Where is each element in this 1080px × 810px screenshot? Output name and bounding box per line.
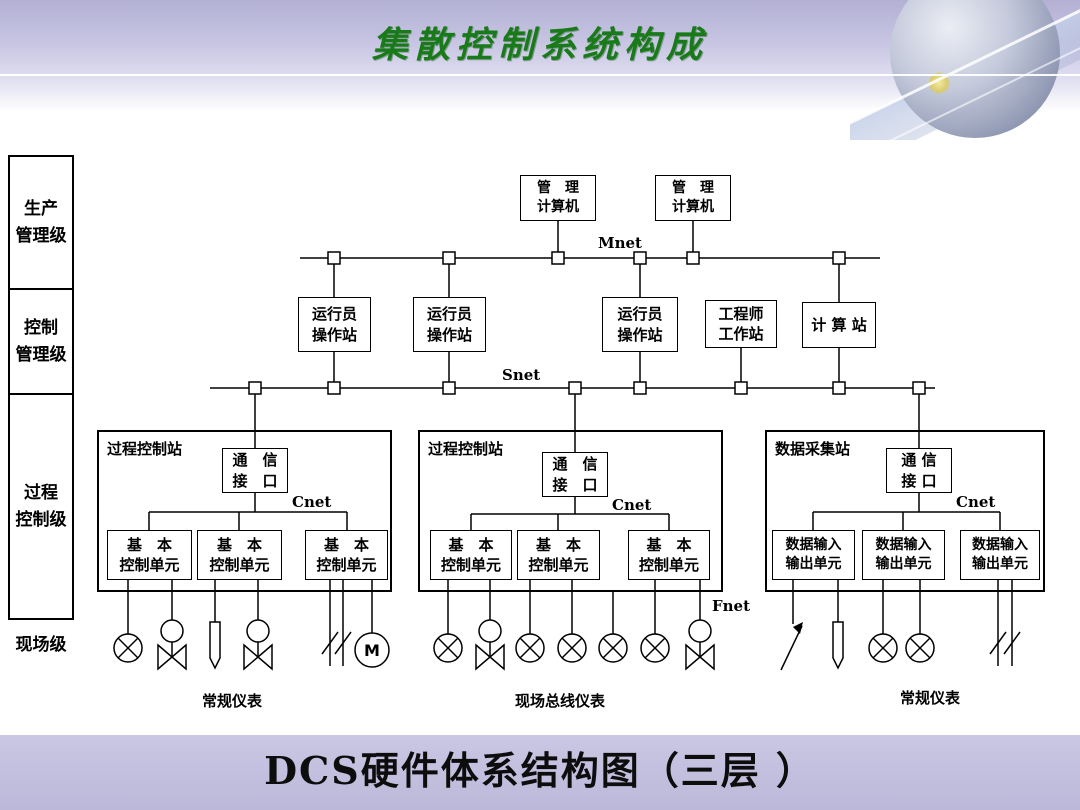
- control-valve-icon: [243, 619, 273, 671]
- cable-icon: [321, 631, 352, 655]
- cnet-bus-2: [470, 497, 670, 530]
- corner-decoration: [850, 0, 1080, 140]
- cnet-label-2: Cnet: [612, 496, 652, 514]
- data-acquisition-station: [765, 430, 1045, 592]
- data-acquisition-station-title: 数据采集站: [775, 440, 851, 458]
- operator-station-3: 运行员 操作站: [602, 297, 678, 352]
- comm-interface-2: 通 信 接 口: [542, 452, 608, 497]
- mnet-label: Mnet: [598, 234, 642, 252]
- flow-instrument-icon: [557, 633, 587, 663]
- level-field: 现场级: [15, 635, 67, 655]
- header-divider: [0, 74, 1080, 76]
- comm-interface-1: 通 信 接 口: [222, 448, 288, 493]
- level-control-management: 控制 管理级: [8, 290, 74, 395]
- snet-label: Snet: [502, 366, 541, 384]
- management-computer-2: 管 理 计算机: [655, 175, 731, 221]
- comm-interface-3: 通 信 接 口: [886, 448, 952, 493]
- control-valve-icon: [685, 619, 715, 671]
- field-wiring-3: [792, 580, 1013, 666]
- instrument-type-label-1: 常规仪表: [201, 692, 263, 710]
- fnet-label: Fnet: [712, 597, 751, 615]
- basic-control-unit: 基 本 控制单元: [430, 530, 512, 580]
- caption-bar: [0, 735, 1080, 810]
- level-production-management: 生产 管理级: [8, 155, 74, 290]
- flow-instrument-icon: [515, 633, 545, 663]
- cnet-bus-3: [812, 493, 1001, 530]
- cable-icon: [989, 631, 1021, 655]
- probe-icon: [209, 621, 221, 670]
- sphere-image: [890, 0, 1060, 138]
- operator-station-2: 运行员 操作站: [413, 297, 486, 352]
- level-process-control: 过程 控制级: [8, 395, 74, 620]
- cnet-label-1: Cnet: [292, 493, 332, 511]
- flow-instrument-icon: [868, 633, 898, 663]
- motor-label: M: [364, 641, 380, 660]
- process-control-station-1-title: 过程控制站: [107, 440, 183, 458]
- process-control-station-2: [418, 430, 723, 592]
- basic-control-unit: 基 本 控制单元: [628, 530, 710, 580]
- basic-control-unit: 基 本 控制单元: [305, 530, 388, 580]
- flow-instrument-icon: [598, 633, 628, 663]
- snet-bus: [210, 348, 935, 452]
- flow-instrument-icon: [113, 633, 143, 663]
- cnet-label-3: Cnet: [956, 493, 996, 511]
- data-io-unit: 数据输入 输出单元: [772, 530, 855, 580]
- field-wiring-2: [447, 580, 701, 634]
- basic-control-unit: 基 本 控制单元: [197, 530, 282, 580]
- data-io-unit: 数据输入 输出单元: [960, 530, 1040, 580]
- computing-station: 计 算 站: [802, 302, 876, 348]
- arrow-instrument-icon: [780, 622, 803, 671]
- basic-control-unit: 基 本 控制单元: [107, 530, 192, 580]
- basic-control-unit: 基 本 控制单元: [517, 530, 600, 580]
- engineer-workstation: 工程师 工作站: [705, 300, 777, 348]
- instrument-type-label-2: 现场总线仪表: [514, 692, 606, 710]
- process-control-station-1: [97, 430, 392, 592]
- operator-station-1: 运行员 操作站: [298, 297, 371, 352]
- management-computer-1: 管 理 计算机: [520, 175, 596, 221]
- field-wiring-1: [127, 580, 373, 666]
- control-valve-icon: [157, 619, 187, 671]
- cnet-bus-1: [148, 493, 348, 530]
- flow-instrument-icon: [905, 633, 935, 663]
- slide-title: 集散控制系统构成: [371, 24, 708, 66]
- mnet-bus: [300, 221, 880, 302]
- flow-instrument-icon: [640, 633, 670, 663]
- motor-icon: M: [354, 632, 390, 668]
- diagram-caption: DCS硬件体系结构图（三层 ）: [264, 748, 816, 793]
- flow-instrument-icon: [433, 633, 463, 663]
- control-valve-icon: [475, 619, 505, 671]
- process-control-station-2-title: 过程控制站: [428, 440, 504, 458]
- instrument-type-label-3: 常规仪表: [899, 689, 961, 707]
- data-io-unit: 数据输入 输出单元: [862, 530, 945, 580]
- probe-icon: [832, 621, 844, 670]
